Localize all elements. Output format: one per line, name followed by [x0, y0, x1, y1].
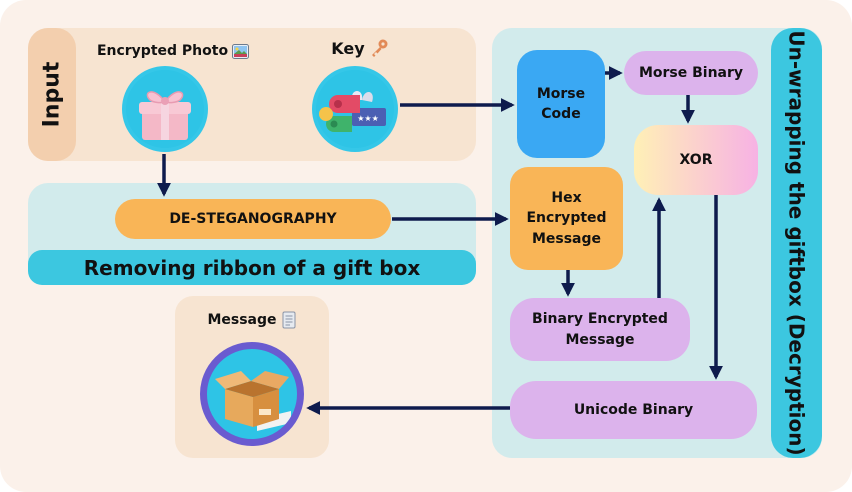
input-tab: Input	[28, 28, 76, 161]
morse-code-node: Morse Code	[517, 50, 605, 158]
message-circle	[200, 342, 304, 446]
key-emoji-icon	[371, 39, 388, 57]
hex-encrypted-node: Hex Encrypted Message	[510, 167, 623, 270]
open-box-icon	[215, 371, 291, 431]
binary-encrypted-label: Binary Encrypted Message	[532, 311, 668, 348]
gift-box-icon	[139, 91, 191, 140]
morse-binary-label: Morse Binary	[638, 64, 744, 81]
unicode-binary-node: Unicode Binary	[510, 381, 757, 439]
xor-node: XOR	[634, 125, 758, 195]
encrypted-photo-label: Encrypted Photo	[96, 43, 229, 59]
ribbon-label: Removing ribbon of a gift box	[28, 250, 476, 285]
message-label: Message	[207, 312, 277, 328]
morse-binary-node: Morse Binary	[624, 51, 758, 95]
xor-label: XOR	[679, 151, 713, 168]
unicode-binary-label: Unicode Binary	[573, 401, 694, 418]
ribbon-rolls-icon: ★★★	[319, 91, 386, 132]
decryption-tab: Un-wrapping the giftbox (Decryption)	[771, 28, 822, 458]
desteganography-label: DE-STEGANOGRAPHY	[169, 210, 337, 227]
binary-encrypted-node: Binary Encrypted Message	[510, 298, 690, 361]
photo-emoji-icon	[232, 43, 250, 59]
input-panel	[28, 28, 476, 161]
morse-code-label: Morse Code	[536, 85, 586, 122]
svg-text:★★★: ★★★	[357, 114, 379, 123]
key-label: Key	[331, 38, 365, 58]
scroll-emoji-icon	[282, 311, 296, 329]
encrypted-photo-heading: Encrypted Photo	[88, 40, 258, 62]
message-heading: Message	[196, 308, 308, 332]
hex-encrypted-label: Hex Encrypted Message	[526, 190, 607, 247]
encrypted-photo-circle	[122, 66, 208, 152]
key-circle: ★★★	[312, 66, 398, 152]
key-heading: Key	[320, 36, 400, 60]
desteganography-node: DE-STEGANOGRAPHY	[115, 199, 391, 239]
